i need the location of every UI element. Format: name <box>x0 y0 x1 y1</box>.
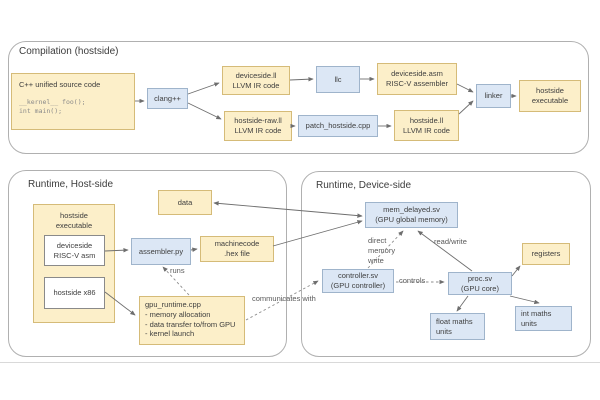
mem-delayed-box: mem_delayed.sv (GPU global memory) <box>365 202 458 228</box>
hostside-executable-box: hostside executable <box>519 80 581 112</box>
deviceside-riscv-asm-box: deviceside RISC-V asm <box>44 235 105 266</box>
deviceside-asm-box: deviceside.asm RISC-V assembler <box>377 63 457 95</box>
hostside-ll-box: hostside.ll LLVM IR code <box>394 110 459 141</box>
communicates-with-label: communicates with <box>252 294 316 303</box>
clang-box: clang++ <box>147 88 188 109</box>
deviceside-ll-box: deviceside.ll LLVM IR code <box>222 66 290 95</box>
data-box: data <box>158 190 212 215</box>
controls-label: controls <box>399 276 426 285</box>
page-edge-line <box>0 362 600 363</box>
read-write-label: read/write <box>434 237 467 246</box>
assembler-py-box: assembler.py <box>131 238 191 265</box>
linker-box: linker <box>476 84 511 108</box>
controller-box: controller.sv (GPU controller) <box>322 269 394 293</box>
patch-hostside-box: patch_hostside.cpp <box>298 115 378 137</box>
hostside-raw-ll-box: hostside-raw.ll LLVM IR code <box>224 111 292 141</box>
direct-memory-write-label: direct memory write <box>368 236 396 265</box>
runs-label: runs <box>170 266 185 275</box>
cpp-source-box: C++ unified source code __kernel__ foo()… <box>11 73 135 130</box>
int-maths-box: int maths units <box>515 306 572 331</box>
llc-box: llc <box>316 66 360 93</box>
gpu-runtime-box: gpu_runtime.cpp - memory allocation - da… <box>139 296 245 345</box>
machinecode-hex-box: machinecode .hex file <box>200 236 274 262</box>
runtime-host-title: Runtime, Host-side <box>28 179 114 190</box>
cpp-source-title: C++ unified source code <box>19 80 101 89</box>
hostside-x86-box: hostside x86 <box>44 277 105 309</box>
runtime-device-title: Runtime, Device-side <box>316 180 412 191</box>
compilation-title: Compilation (hostside) <box>19 46 119 57</box>
hostside-executable-group-label: hostside executable <box>55 211 93 230</box>
registers-box: registers <box>522 243 570 265</box>
proc-box: proc.sv (GPU core) <box>448 272 512 295</box>
float-maths-box: float maths units <box>430 313 485 340</box>
cpp-source-code: __kernel__ foo(); int main(); <box>19 98 86 116</box>
